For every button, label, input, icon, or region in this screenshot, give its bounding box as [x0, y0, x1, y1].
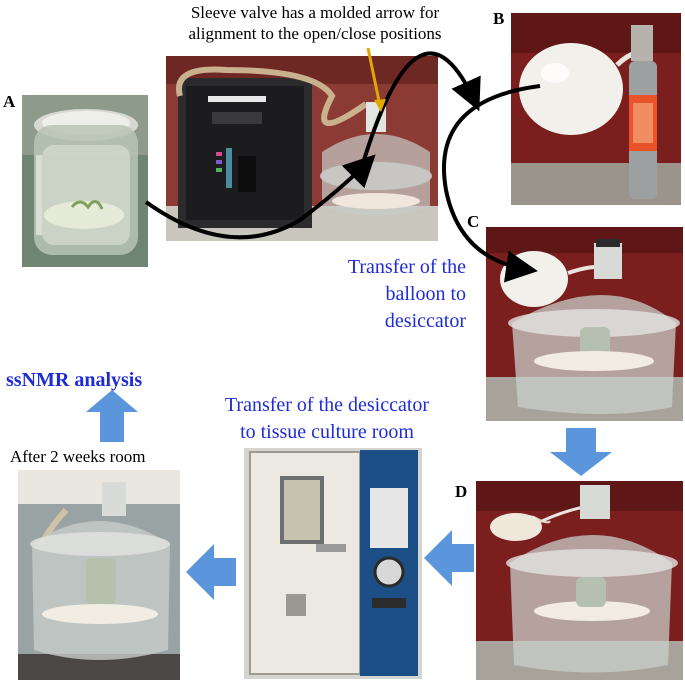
- caption-transfer-desiccator: Transfer of the desiccator to tissue cul…: [196, 392, 458, 446]
- ssnmr-caption: ssNMR analysis: [6, 369, 143, 391]
- photo-gel-dryer: [166, 56, 438, 241]
- photo-balloon-cylinder: [511, 13, 681, 205]
- panel-label-a: A: [3, 92, 16, 111]
- valve-caption: Sleeve valve has a molded arrow for alig…: [150, 2, 480, 44]
- caption-transfer-desiccator-line1: Transfer of the desiccator: [224, 394, 430, 416]
- panel-label-c: C: [467, 212, 480, 231]
- block-arrow-up: [86, 390, 138, 442]
- photo-jar: [22, 95, 148, 267]
- valve-caption-line2: alignment to the open/close positions: [188, 24, 442, 43]
- panel-label-b: B: [493, 9, 505, 28]
- caption-transfer-balloon-line2: balloon to: [385, 283, 466, 305]
- photo-desiccator-balloon: [486, 227, 683, 421]
- block-arrow-left-chamber: [186, 544, 236, 600]
- photo-growth-chamber: [244, 448, 422, 679]
- block-arrow-left-d: [424, 530, 474, 586]
- caption-transfer-desiccator-line2: to tissue culture room: [240, 421, 414, 443]
- caption-transfer-balloon-line1: Transfer of the: [347, 256, 466, 278]
- panel-label-d: D: [455, 482, 468, 501]
- caption-transfer-balloon: Transfer of the balloon to desiccator: [300, 254, 466, 335]
- after-two-weeks-caption: After 2 weeks room: [10, 447, 146, 466]
- valve-caption-line1: Sleeve valve has a molded arrow for: [190, 3, 440, 22]
- block-arrow-down: [550, 428, 612, 476]
- photo-final-desiccator: [18, 470, 180, 680]
- photo-desiccator-deflated: [476, 481, 683, 680]
- caption-transfer-balloon-line3: desiccator: [384, 310, 466, 332]
